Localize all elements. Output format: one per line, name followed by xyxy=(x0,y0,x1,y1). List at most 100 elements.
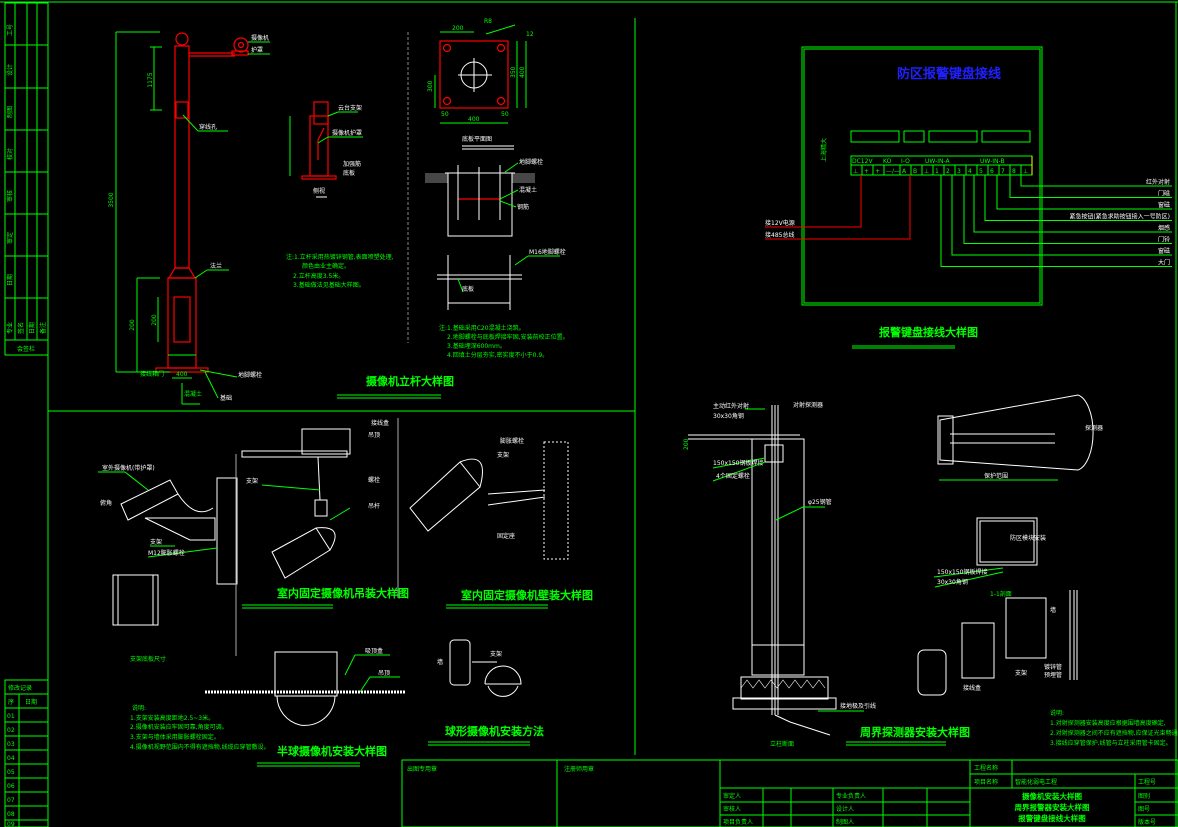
field-label: 图号 xyxy=(1138,806,1150,813)
drawing-title-line: 摄像机安装大样图 xyxy=(1022,791,1082,801)
strip-label: 专业 xyxy=(6,322,14,334)
strip-label: 签名 xyxy=(17,322,25,334)
base-label: 钢筋 xyxy=(517,203,529,211)
side-label: 加强筋 xyxy=(343,160,361,168)
terminal-headers: DC12V KO I-O UW-IN-A UW-IN-B xyxy=(852,158,1005,165)
base-label: 混凝土 xyxy=(519,186,537,194)
perimeter-note: 2.对射探测器之间不应有遮挡物,应保证光束畅通。 xyxy=(1050,729,1178,737)
ball-mount-detail: 墙 支架 球形摄像机安装方法 xyxy=(428,639,544,746)
base-note: 4.回填土分层夯实,密实度不小于0.9。 xyxy=(447,351,548,359)
wall-label: 固定座 xyxy=(497,532,515,540)
perimeter-label: 接线盒 xyxy=(963,684,981,692)
dome-mount-detail: 吸顶盒 吊顶 半球摄像机安装大样图 xyxy=(205,647,405,767)
keyboard-left-label: 接12V电源 xyxy=(765,219,795,227)
revision-row: 05 xyxy=(7,769,15,776)
perimeter-label: 防区模块安装 xyxy=(1010,534,1046,542)
perimeter-note: 1.对射探测器安装高度应根据围墙高度确定, xyxy=(1050,719,1166,727)
seal-label: 注册师用章 xyxy=(564,765,594,773)
zone-label: 窗磁 xyxy=(1158,247,1170,255)
perimeter-label: 镀锌管 xyxy=(1044,663,1062,671)
pole-label: 护罩 xyxy=(251,46,263,54)
dim-label: 400 xyxy=(519,66,526,78)
perimeter-label: 1-1剖面 xyxy=(990,590,1012,598)
revision-table: 修改记录 序 日期 01 02 03 04 05 06 07 08 09 xyxy=(4,679,49,827)
zone-wire xyxy=(1009,175,1172,198)
field-label: 工程号 xyxy=(1138,778,1156,786)
perimeter-label: 预埋管 xyxy=(1044,671,1062,679)
perimeter-label: 4个固定螺栓 xyxy=(716,472,750,480)
base-label: M16地脚螺栓 xyxy=(529,248,566,256)
side-label: 摄像机护罩 xyxy=(332,129,362,137)
terminal-label: 3 xyxy=(957,168,961,175)
zone-wire xyxy=(963,175,1172,244)
zone-wire xyxy=(951,175,1172,256)
ball-label: 支架 xyxy=(490,650,502,658)
revision-row: 03 xyxy=(7,741,15,748)
revision-row: 04 xyxy=(7,755,15,762)
pole-note: 注:1.立杆采用热镀锌钢管,表面喷塑处理, xyxy=(286,253,394,261)
side-label: 云台支架 xyxy=(338,104,362,112)
dim-label: 350 xyxy=(510,66,517,78)
wall-mount-detail: 膨胀螺栓 支架 固定座 室内固定摄像机壁装大样图 xyxy=(397,418,593,609)
zone-wire xyxy=(1020,175,1172,187)
terminal-label: 1 xyxy=(935,168,939,175)
perimeter-label: 150x150钢板焊接 xyxy=(713,459,763,467)
revision-header: 序 xyxy=(8,698,14,706)
pole-label: 摄像机 xyxy=(251,34,269,42)
title-block: 出图专用章 注册师用章 工程名称 项目名称 智能化弱电工程 工程号 审定人 审核… xyxy=(401,759,1178,827)
terminal-group: I-O xyxy=(901,158,910,165)
perimeter-section-caption: 立柱断面 xyxy=(770,740,794,748)
pole-label: 接线箱门 xyxy=(140,370,164,378)
strip-label: 制图 xyxy=(6,106,14,118)
pole-note: 3.基础做法见基础大样图。 xyxy=(293,281,365,289)
dim-label: 200 xyxy=(129,319,136,331)
zone-label: 门磁 xyxy=(1158,190,1170,198)
base-note: 2.地脚螺栓与底板焊接牢固,安装前校正位置。 xyxy=(447,333,569,341)
base-note: 3.基础埋深600mm。 xyxy=(447,342,506,350)
terminal-label: A xyxy=(902,168,907,175)
strip-label: 工号 xyxy=(7,24,14,36)
role-label: 制图人 xyxy=(836,818,854,826)
ceiling-label: 支架 xyxy=(246,477,258,485)
strip-label: 日期 xyxy=(28,322,36,334)
zone-label: 大门 xyxy=(1158,259,1170,267)
dim-label: 3500 xyxy=(108,192,115,207)
strip-label: 校对 xyxy=(6,148,14,160)
pole-label: 穿线孔 xyxy=(199,123,217,131)
pole-note: 2.立杆高度3.5米。 xyxy=(293,272,344,280)
field-label: 工程名称 xyxy=(974,764,998,772)
revision-header: 日期 xyxy=(25,698,37,706)
dim-label: 400 xyxy=(176,371,188,378)
strip-label: 设计 xyxy=(6,64,14,76)
dim-label: 300 xyxy=(427,80,434,92)
role-label: 设计人 xyxy=(836,805,854,813)
role-label: 审定人 xyxy=(723,792,741,800)
keyboard-wiring-diagram: 防区报警键盘接线 上海精大 DC12V KO I-O UW-IN-A UW-IN… xyxy=(765,46,1172,306)
zone-label: 紧急按钮(紧急求助按钮接入一号防区) xyxy=(1069,213,1170,221)
bracket-detail: 室外摄像机(带护罩) 俯角 支架 M12膨胀螺栓 支架底板尺寸 说明: 1.支架… xyxy=(98,464,270,751)
notes-title: 说明: xyxy=(1050,709,1064,717)
perimeter-label: 150x150钢板焊接 xyxy=(937,568,987,576)
pole-label: 混凝土 xyxy=(184,390,202,398)
ceiling-label: 吊顶 xyxy=(368,432,380,439)
perimeter-label: 探测器 xyxy=(1085,424,1103,432)
drawing-title-line: 报警键盘接线大样图 xyxy=(1018,813,1086,823)
perimeter-note: 3.接线应穿管保护,线管与立柱采用管卡固定。 xyxy=(1050,739,1172,747)
terminal-label: 8 xyxy=(1012,168,1016,175)
zone-label: 窗磁 xyxy=(1158,201,1170,209)
wall-label: 膨胀螺栓 xyxy=(500,437,524,445)
field-label: 版本号 xyxy=(1138,818,1156,826)
bracket-note: 3.支架与墙体采用膨胀螺栓固定。 xyxy=(130,733,220,741)
bracket-note: 2.摄像机安装应牢固可靠,角度可调。 xyxy=(130,723,228,731)
ceiling-label: 接线盒 xyxy=(371,419,389,427)
ball-label: 墙 xyxy=(437,658,443,666)
zone-label: 红外对射 xyxy=(1146,178,1170,186)
revision-row: 02 xyxy=(7,727,15,734)
dim-label: 200 xyxy=(151,314,158,326)
keyboard-title: 防区报警键盘接线 xyxy=(897,66,1001,82)
role-label: 审核人 xyxy=(723,805,741,813)
terminal-label: 5 xyxy=(979,168,983,175)
terminal-label: 2 xyxy=(946,168,950,175)
dim-label: 1175 xyxy=(147,72,154,87)
